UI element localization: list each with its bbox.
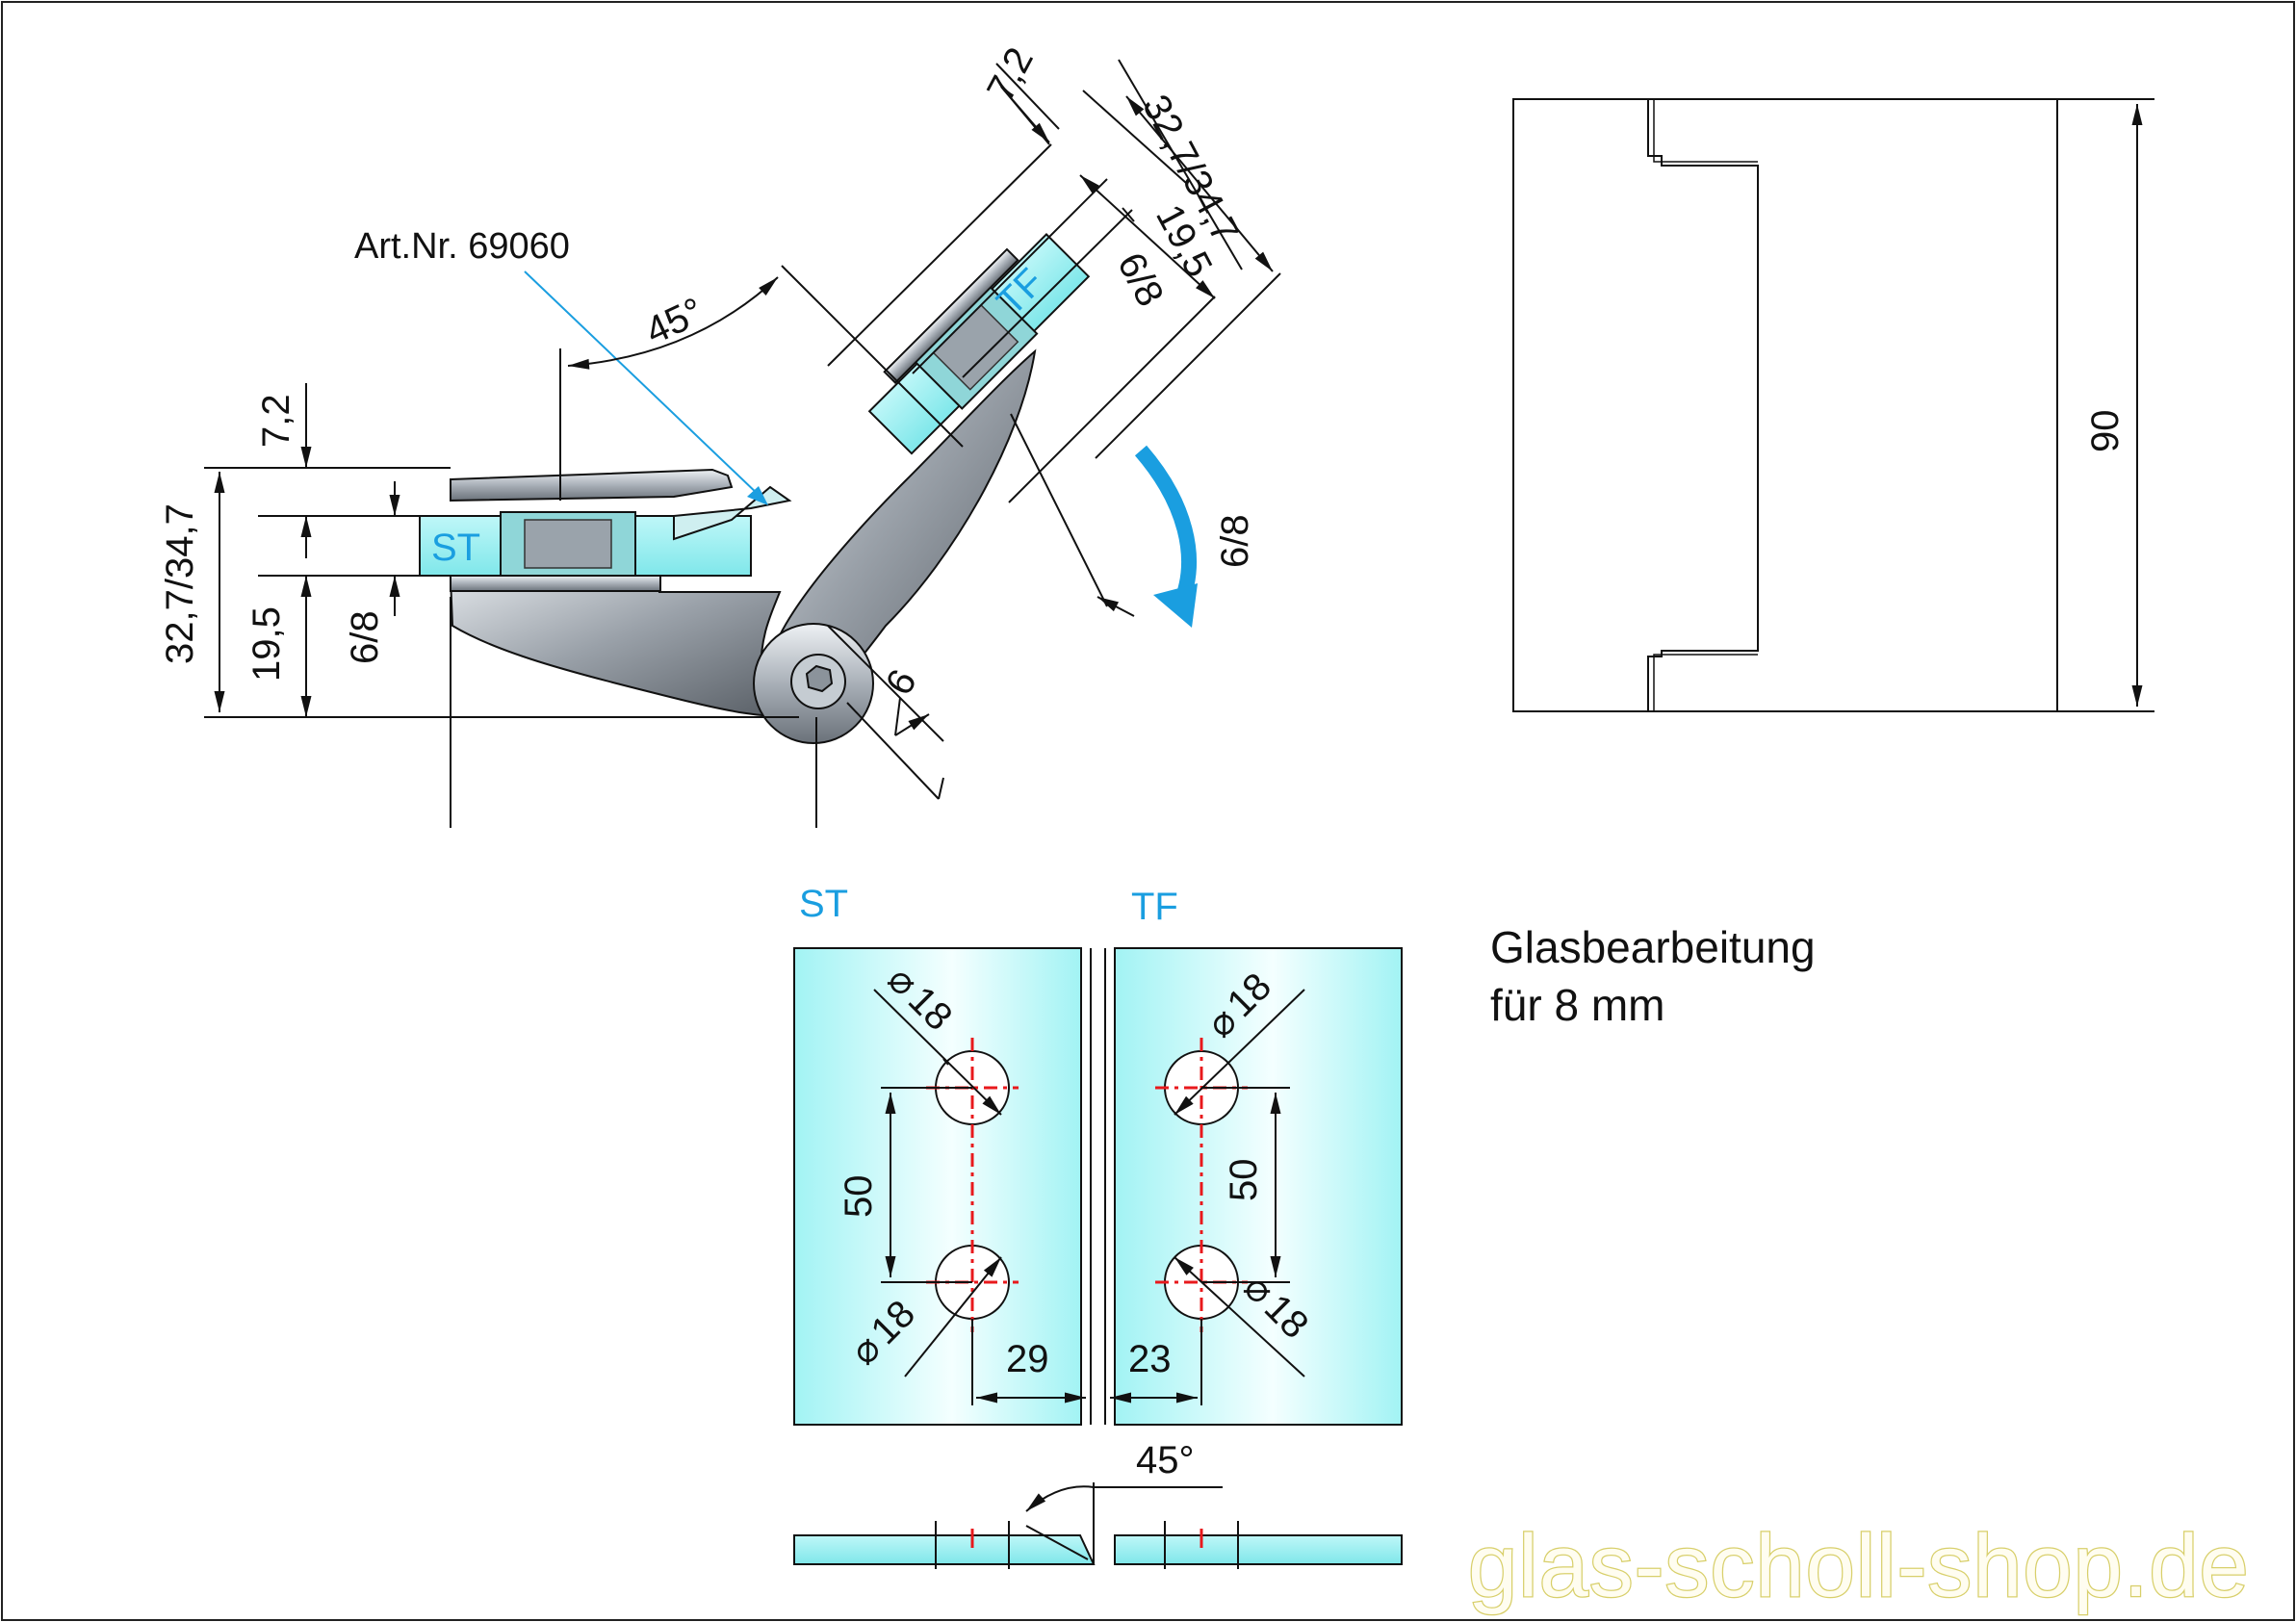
dim-side-72: 7,2 — [255, 394, 297, 448]
hinge-side-view: ST TF Art.Nr. 69060 45° 6/8 — [159, 40, 1281, 828]
tf-label: TF — [1131, 886, 1178, 928]
rotation-label: 6/8 — [1214, 514, 1256, 568]
st-label: ST — [799, 883, 848, 925]
watermark: glas-scholl-shop.de — [1468, 1517, 2250, 1615]
hex-socket — [805, 664, 834, 693]
hinge-body — [449, 577, 800, 719]
dim-side-195: 19,5 — [245, 606, 288, 682]
bottom-angle: 45° — [1136, 1439, 1195, 1481]
dim-edge-tf: 23 — [1128, 1338, 1172, 1380]
article-leader — [524, 270, 761, 498]
dim-side-68: 6/8 — [344, 610, 386, 664]
article-leader-arrow — [747, 486, 768, 505]
note-line-1: Glasbearbeitung — [1490, 922, 1816, 972]
dim-spacing-st: 50 — [838, 1175, 880, 1219]
tf-panel — [1114, 947, 1403, 1426]
dia-tf-bottom: ⌀ 18 — [1236, 1266, 1317, 1347]
article-number: Art.Nr. 69060 — [354, 226, 570, 267]
rotation-arrow — [1134, 445, 1197, 610]
note-line-2: für 8 mm — [1490, 980, 1664, 1030]
st-label-side: ST — [431, 527, 480, 569]
tf-clamp-plate — [883, 247, 1019, 384]
lower-clamp-plate — [450, 575, 661, 592]
glass-processing: ST TF — [793, 883, 1403, 1569]
dim-spacing-tf: 50 — [1223, 1159, 1265, 1202]
dim-misc-6: 6 — [878, 662, 925, 702]
st-panel — [793, 947, 1082, 1426]
angle-label: 45° — [639, 290, 709, 352]
dim-height-90: 90 — [2084, 410, 2127, 453]
st-edge-view — [793, 1534, 1096, 1565]
dim-top-72: 7,2 — [979, 40, 1042, 108]
front-notch — [1647, 99, 1759, 711]
hinge-front-view: 90 — [1512, 98, 2154, 712]
dim-edge-st: 29 — [1006, 1338, 1049, 1380]
front-outline — [1512, 98, 2058, 712]
top-clamp-plate — [450, 468, 734, 502]
st-screw — [524, 519, 612, 569]
angle-arc — [567, 276, 779, 370]
dim-side-327: 32,7/34,7 — [159, 503, 201, 664]
dim-top-68: 6/8 — [1109, 246, 1172, 314]
tf-edge-view — [1114, 1534, 1403, 1565]
